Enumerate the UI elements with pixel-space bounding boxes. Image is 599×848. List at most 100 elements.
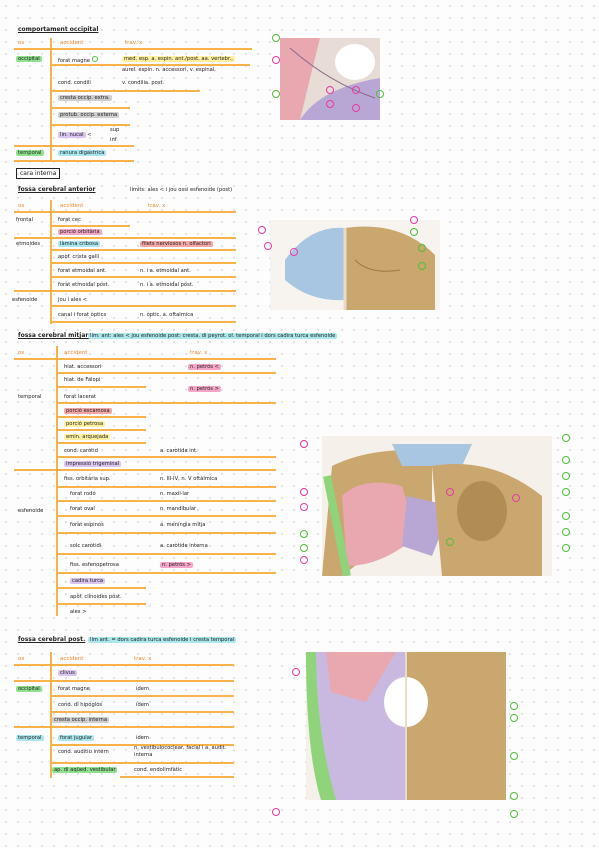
- accident-ranura-digastrica: ranura digastrica: [58, 150, 107, 156]
- row-divider: [50, 695, 234, 697]
- marker: [272, 90, 280, 98]
- accident-forat-cec: forat cec: [58, 217, 81, 223]
- trav-forat-magne-post: ídem: [136, 686, 149, 692]
- os-esfenoide: esfenoide: [12, 297, 38, 303]
- marker: [562, 434, 570, 442]
- accident-lamina-cribosa: làmina cribosa: [58, 241, 101, 247]
- marker: [272, 808, 280, 816]
- accident-hiat-accessori: hiat. accessori: [64, 364, 102, 370]
- marker: [446, 538, 454, 546]
- accident-fiss-orbitaria: fiss. orbitària sup.: [64, 476, 111, 482]
- row-divider: [56, 486, 276, 488]
- accident-protub-occip: protub. occip. externa: [58, 112, 120, 118]
- marker: [300, 530, 308, 538]
- header-accident: accident: [60, 656, 84, 662]
- trav-forat-espinos: a. meníngia mitja: [160, 522, 206, 528]
- row-divider: [50, 262, 236, 264]
- occipital-external-image: [280, 38, 380, 120]
- row-divider: [56, 372, 276, 374]
- col-divider: [50, 38, 52, 160]
- row-divider: [56, 442, 146, 444]
- accident-emin-arquejada: emin. arquejada: [64, 434, 111, 440]
- header-trav: trav. x: [125, 40, 143, 46]
- accident-porcio-petrosa: porció petrosa: [64, 421, 106, 427]
- marker: [562, 488, 570, 496]
- row-divider: [56, 515, 276, 517]
- marker: [510, 810, 518, 818]
- marker: [376, 90, 384, 98]
- section-title-fossa-mitjana: fossa cerebral mitjana: [18, 332, 94, 339]
- marker: [326, 100, 334, 108]
- row-divider: [56, 500, 276, 502]
- marker: [410, 216, 418, 224]
- trav-forat-rodo: n. maxil·lar: [160, 491, 190, 497]
- header-trav: trav. x: [190, 350, 208, 356]
- limits-fossa-post: lím ant. = dors cadira turca esfenoide i…: [88, 637, 237, 643]
- marker: [512, 494, 520, 502]
- header-os: os: [18, 203, 25, 209]
- trav-fiss-orbitaria: n. III-IV, n. V oftàlmica: [160, 476, 218, 482]
- accident-cadira-turca: cadira turca: [70, 578, 106, 584]
- accident-jou-ales: jou i ales <: [58, 297, 88, 303]
- marker: [562, 472, 570, 480]
- row-divider: [14, 160, 134, 162]
- marker: [272, 56, 280, 64]
- trav-hiat-accessori: n. petrós <: [188, 364, 221, 370]
- marker: [300, 503, 308, 511]
- marker: [562, 456, 570, 464]
- accident-forat-etmoidal-ant: forat etmoidal ant.: [58, 268, 107, 274]
- os-temporal: temporal: [16, 150, 44, 156]
- row-divider: [50, 249, 236, 251]
- marker: [272, 34, 280, 42]
- header-os: os: [18, 40, 25, 46]
- marker: [510, 792, 518, 800]
- row-divider: [56, 416, 146, 418]
- row-divider: [14, 145, 134, 147]
- trav-forat-magne-2: aurel. espin. n. accessori, v. espinal,: [122, 67, 216, 73]
- row-divider: [56, 386, 146, 388]
- accident-forat-espinos: forat espinós: [70, 522, 104, 528]
- row-divider: [50, 124, 130, 126]
- os-occipital-post: occipital: [16, 686, 42, 692]
- marker: [292, 668, 300, 676]
- row-divider: [56, 603, 146, 605]
- middle-fossa-image: [322, 436, 552, 576]
- accident-forat-rodo: forat rodó: [70, 491, 96, 497]
- row-divider: [56, 429, 146, 431]
- accident-solc-carotidi: solc caròtidi: [70, 543, 102, 549]
- marker: [562, 528, 570, 536]
- marker: [418, 244, 426, 252]
- accident-clinoides-post: apòf. clinoides post.: [70, 594, 122, 600]
- row-divider: [14, 726, 234, 728]
- col-divider: [56, 346, 58, 616]
- occipital-external-illustration: [280, 38, 380, 120]
- row-divider: [50, 744, 234, 746]
- accident-cond-carotid: cond. caròtid: [64, 448, 98, 454]
- marker: [446, 488, 454, 496]
- accident-impressio-trigeminal: impressió trigeminal: [64, 461, 122, 467]
- header-trav: trav. x: [148, 203, 166, 209]
- row-divider: [50, 305, 236, 307]
- marker: [326, 86, 334, 94]
- row-divider: [50, 276, 236, 278]
- row-divider: [120, 776, 234, 778]
- accident-cresta-occip-interna: cresta occip. interna: [52, 717, 109, 723]
- header-os: os: [18, 350, 25, 356]
- trav-canal-optic: n. òptic, a. oftalmica: [140, 312, 194, 318]
- section-title-occipital: comportament occipital: [18, 26, 99, 33]
- trav-hiat-falopi: n. petrós >: [188, 386, 221, 392]
- header-accident: accident: [60, 40, 84, 46]
- accident-porcio-escamosa: porció escamosa: [64, 408, 112, 414]
- trav-cond-auditiu: n. vestibulococlear, facial i a. audit. …: [134, 745, 227, 758]
- os-temporal-post: temporal: [16, 735, 44, 741]
- trav-forat-oval: n. mandibular: [160, 506, 197, 512]
- header-trav: trav. x: [134, 656, 152, 662]
- posterior-fossa-image: [306, 652, 506, 800]
- accident-ales-major: ales >: [70, 609, 87, 615]
- marker: [352, 104, 360, 112]
- accident-cond-condili: cond. condili: [58, 80, 91, 86]
- row-divider: [56, 532, 276, 534]
- os-occipital: occipital: [16, 56, 42, 62]
- marker: [352, 86, 360, 94]
- marker: [510, 702, 518, 710]
